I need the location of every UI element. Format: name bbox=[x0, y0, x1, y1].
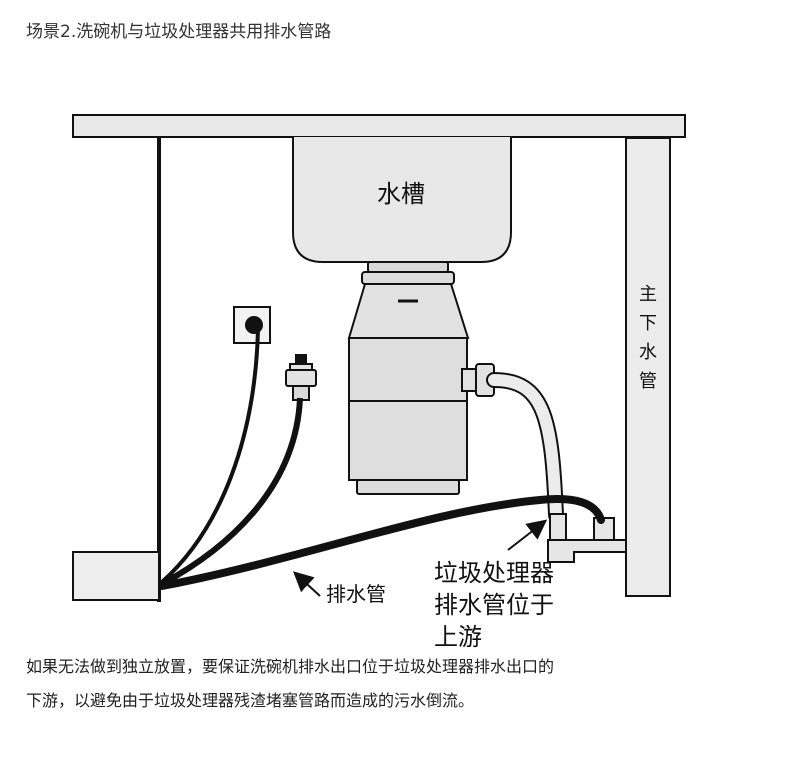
main-pipe-label: 主 下 水 管 bbox=[639, 284, 657, 392]
scene-title: 场景2.洗碗机与垃圾处理器共用排水管路 bbox=[26, 22, 332, 42]
upstream-callout-arrow bbox=[507, 519, 548, 551]
drain-hose-label: 排水管 bbox=[326, 582, 386, 606]
main-pipe-char-4: 管 bbox=[639, 371, 657, 392]
trap-assembly bbox=[547, 513, 627, 563]
callout-line-1: 垃圾处理器 bbox=[434, 559, 554, 587]
wall-outlet bbox=[233, 306, 271, 344]
main-pipe-char-1: 主 bbox=[639, 284, 657, 305]
countertop bbox=[72, 114, 686, 138]
callout-line-3: 上游 bbox=[434, 623, 482, 651]
main-pipe-char-2: 下 bbox=[639, 313, 657, 334]
main-drain-pipe bbox=[625, 137, 671, 597]
sink-flange bbox=[367, 261, 449, 273]
disposer-base bbox=[356, 479, 460, 495]
inlet-hose bbox=[160, 397, 303, 587]
dishwasher-drain-hose bbox=[158, 495, 605, 590]
note-line-2: 下游，以避免由于垃圾处理器残渣堵塞管路而造成的污水倒流。 bbox=[26, 691, 475, 710]
disposer-outlet-fitting bbox=[461, 368, 477, 392]
garbage-disposer bbox=[347, 283, 495, 495]
disposer-top bbox=[347, 283, 470, 339]
left-cabinet-wall bbox=[157, 137, 161, 602]
mount-ring bbox=[361, 271, 455, 285]
sink-label: 水槽 bbox=[377, 180, 425, 208]
power-cord bbox=[160, 329, 260, 584]
drain-hose-arrow bbox=[293, 571, 321, 597]
note-line-1: 如果无法做到独立放置，要保证洗碗机排水出口位于垃圾处理器排水出口的 bbox=[26, 657, 555, 676]
floor-step bbox=[72, 551, 160, 601]
inlet-valve bbox=[285, 354, 317, 401]
main-pipe-char-3: 水 bbox=[639, 342, 657, 363]
outlet-plug bbox=[245, 316, 263, 334]
callout-line-2: 排水管位于 bbox=[434, 591, 554, 619]
disposer-motor bbox=[348, 337, 468, 481]
